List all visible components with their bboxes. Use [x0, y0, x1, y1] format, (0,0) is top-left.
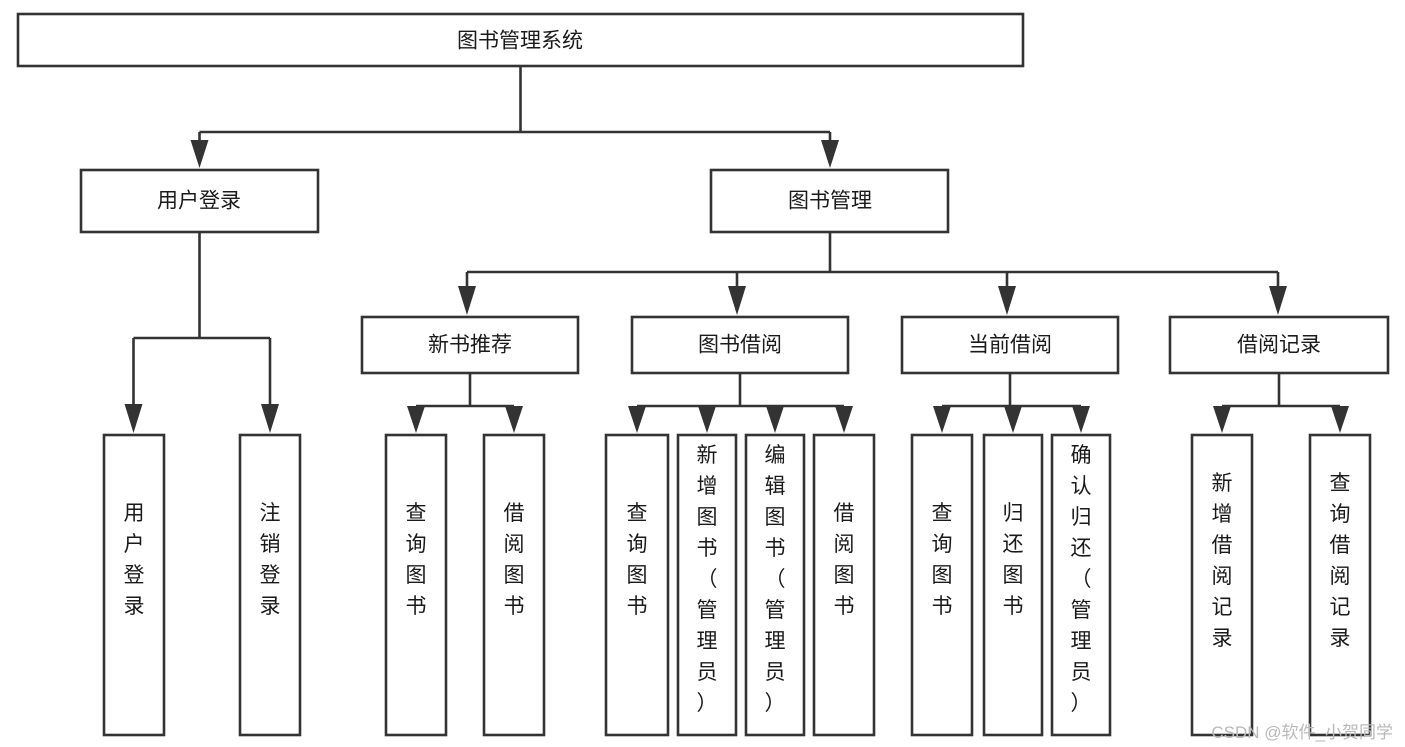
node-leaf-10-label: 归还图书: [1003, 502, 1024, 618]
arrow-bookmgmt-to-current: [998, 286, 1016, 315]
arrow-login-leaf-2: [261, 404, 279, 433]
node-leaf-5-box[interactable]: [604, 433, 670, 737]
node-current-label: 当前借阅: [968, 334, 1052, 357]
arrow-root-to-login: [190, 140, 209, 168]
node-leaf-2[interactable]: 注销登录: [238, 433, 302, 737]
arrow-borrow-leaf-5: [628, 406, 646, 433]
arrow-records-leaf-12: [1213, 406, 1231, 433]
node-login[interactable]: 用户登录: [79, 168, 320, 234]
node-leaf-5-label: 查询图书: [627, 502, 648, 618]
arrow-borrow-leaf-6: [698, 406, 716, 433]
node-leaf-13-label: 查询借阅记录: [1330, 472, 1351, 650]
node-leaf-12-label: 新增借阅记录: [1212, 472, 1233, 650]
node-leaf-6[interactable]: 新增图书（管理员）: [676, 433, 738, 737]
node-leaf-6-label: 新增图书（管理员）: [697, 444, 718, 715]
node-leaf-7[interactable]: 编辑图书（管理员）: [744, 433, 806, 737]
node-leaf-13[interactable]: 查询借阅记录: [1308, 433, 1372, 737]
node-leaf-9[interactable]: 查询图书: [910, 433, 974, 737]
arrow-login-leaf-1: [124, 404, 143, 433]
node-records-box[interactable]: [1168, 315, 1390, 375]
node-login-box[interactable]: [79, 168, 320, 234]
node-login-label: 用户登录: [157, 190, 241, 213]
node-leaf-9-box[interactable]: [910, 433, 974, 737]
arrow-current-leaf-10: [1004, 406, 1022, 433]
arrow-current-leaf-9: [933, 406, 951, 433]
node-borrow[interactable]: 图书借阅: [630, 315, 850, 375]
node-leaf-1-box[interactable]: [102, 433, 166, 737]
node-leaf-3-box[interactable]: [384, 433, 448, 737]
node-leaf-8[interactable]: 借阅图书: [812, 433, 876, 737]
node-borrow-label: 图书借阅: [698, 334, 782, 357]
node-leaf-9-label: 查询图书: [932, 502, 953, 618]
node-leaf-10[interactable]: 归还图书: [982, 433, 1044, 737]
arrow-root-to-bookmgmt: [821, 140, 839, 168]
node-leaf-3-label: 查询图书: [406, 502, 427, 618]
node-records[interactable]: 借阅记录: [1168, 315, 1390, 375]
arrow-bookmgmt-to-recommend: [458, 286, 476, 315]
node-bookmgmt-box[interactable]: [709, 168, 950, 234]
node-leaf-4[interactable]: 借阅图书: [482, 433, 546, 737]
node-leaf-7-box[interactable]: [744, 433, 806, 737]
node-root-box[interactable]: [16, 12, 1025, 68]
node-root[interactable]: 图书管理系统: [16, 12, 1025, 68]
arrow-current-leaf-11: [1072, 406, 1090, 433]
node-leaf-11-label: 确认归还（管理员）: [1071, 444, 1092, 715]
node-leaf-8-box[interactable]: [812, 433, 876, 737]
node-leaf-11-box[interactable]: [1050, 433, 1112, 737]
leaf-node-group: 用户登录 注销登录 查询图书 借阅图书 查询图书 新增图书（管理员） 编辑图书（…: [102, 433, 1372, 737]
node-borrow-box[interactable]: [630, 315, 850, 375]
arrow-bookmgmt-to-records: [1269, 286, 1287, 315]
node-leaf-13-box[interactable]: [1308, 433, 1372, 737]
node-current-box[interactable]: [900, 315, 1120, 375]
node-leaf-3[interactable]: 查询图书: [384, 433, 448, 737]
node-leaf-10-box[interactable]: [982, 433, 1044, 737]
arrow-borrow-leaf-7: [766, 406, 784, 433]
node-current[interactable]: 当前借阅: [900, 315, 1120, 375]
node-bookmgmt[interactable]: 图书管理: [709, 168, 950, 234]
node-root-label: 图书管理系统: [457, 30, 583, 53]
node-bookmgmt-label: 图书管理: [788, 190, 872, 213]
node-records-label: 借阅记录: [1237, 334, 1321, 357]
node-leaf-7-label: 编辑图书（管理员）: [765, 444, 786, 715]
node-leaf-2-label: 注销登录: [260, 502, 281, 618]
arrow-recommend-leaf-4: [505, 406, 523, 433]
node-leaf-12-box[interactable]: [1190, 433, 1254, 737]
arrow-recommend-leaf-3: [407, 406, 425, 433]
node-leaf-2-box[interactable]: [238, 433, 302, 737]
node-leaf-5[interactable]: 查询图书: [604, 433, 670, 737]
node-leaf-8-label: 借阅图书: [834, 502, 855, 618]
node-leaf-1[interactable]: 用户登录: [102, 433, 166, 737]
node-recommend-label: 新书推荐: [428, 334, 512, 357]
node-leaf-1-label: 用户登录: [124, 502, 145, 618]
node-leaf-11[interactable]: 确认归还（管理员）: [1050, 433, 1112, 737]
node-leaf-12[interactable]: 新增借阅记录: [1190, 433, 1254, 737]
arrow-records-leaf-13: [1331, 406, 1349, 433]
node-recommend-box[interactable]: [360, 315, 580, 375]
arrow-bookmgmt-to-borrow: [728, 286, 746, 315]
node-leaf-6-box[interactable]: [676, 433, 738, 737]
node-leaf-4-box[interactable]: [482, 433, 546, 737]
arrow-borrow-leaf-8: [835, 406, 853, 433]
node-recommend[interactable]: 新书推荐: [360, 315, 580, 375]
connector-layer: [124, 66, 1349, 433]
node-leaf-4-label: 借阅图书: [504, 502, 525, 618]
